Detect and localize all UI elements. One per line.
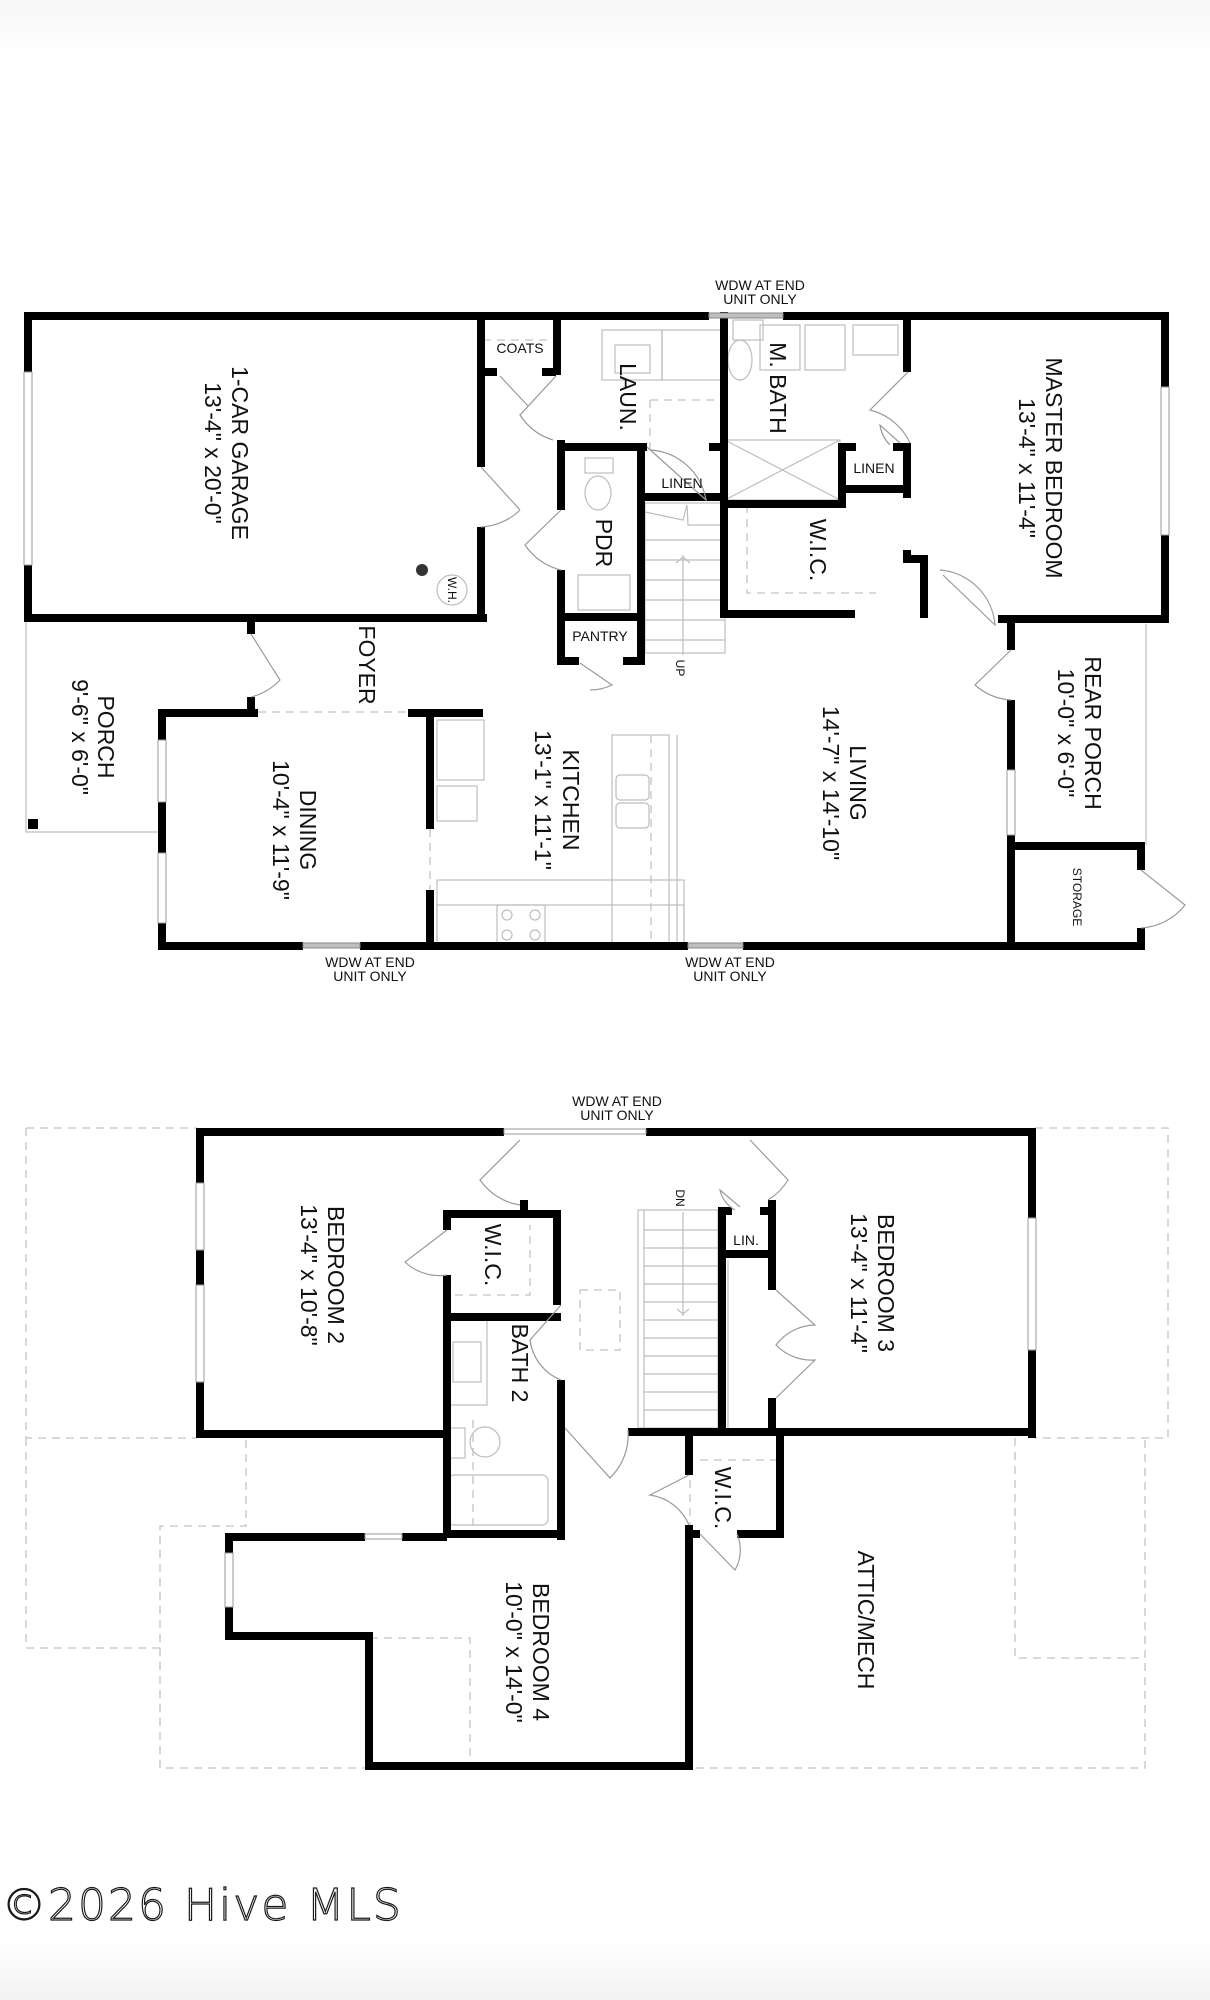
- svg-text:UNIT ONLY: UNIT ONLY: [580, 1107, 654, 1123]
- room-name-dining: DINING: [295, 790, 321, 871]
- room-name-linen-2: LINEN: [853, 460, 894, 476]
- room-name-bedroom-3: BEDROOM 3: [873, 1214, 899, 1352]
- room-name-bath-2: BATH 2: [507, 1324, 533, 1403]
- room-name-garage: 1-CAR GARAGE: [227, 366, 253, 540]
- room-dims-porch: 9'-6" x 6'-0": [67, 679, 93, 795]
- svg-text:UNIT ONLY: UNIT ONLY: [333, 968, 407, 984]
- water-heater-icon: [436, 574, 468, 606]
- copyright-watermark: ©2026 Hive MLS: [1, 1879, 403, 1931]
- room-dims-rear-porch: 10'-0" x 6'-0": [1053, 669, 1079, 798]
- window-note-floor2: WDW AT END UNIT ONLY: [572, 1093, 662, 1123]
- stair-up-label: UP: [673, 660, 687, 677]
- room-name-attic-mech: ATTIC/MECH: [853, 1551, 879, 1690]
- room-dims-master-bedroom: 13'-4" x 11'-4": [1014, 398, 1040, 538]
- porch-post: [28, 819, 38, 829]
- stair-up: [644, 502, 726, 655]
- first-floor: 1-CAR GARAGE 13'-4" x 20'-0" COATS LAUN.…: [23, 277, 1186, 984]
- sink-icon: [615, 774, 650, 801]
- room-dims-dining: 10'-4" x 11'-9": [268, 760, 294, 900]
- room-dims-bedroom-3: 13'-4" x 11'-4": [846, 1213, 872, 1353]
- svg-text:WDW AT END: WDW AT END: [715, 277, 805, 293]
- room-name-lin: LIN.: [733, 1232, 759, 1248]
- window-note-living: WDW AT END UNIT ONLY: [685, 954, 775, 984]
- room-name-bedroom-2: BEDROOM 2: [323, 1206, 349, 1344]
- doors-floor2: [404, 1139, 817, 1571]
- room-dims-living: 14'-7" x 14'-10": [818, 706, 844, 860]
- room-name-rear-porch: REAR PORCH: [1080, 656, 1106, 809]
- room-name-kitchen: KITCHEN: [558, 750, 584, 851]
- room-dims-bedroom-2: 13'-4" x 10'-8": [296, 1204, 322, 1345]
- room-name-linen-1: LINEN: [661, 475, 702, 491]
- room-name-wic: W.I.C.: [805, 519, 831, 582]
- room-name-foyer: FOYER: [354, 625, 380, 704]
- room-name-wic-bed3: W.I.C.: [710, 1467, 736, 1530]
- window-note-dining: WDW AT END UNIT ONLY: [325, 954, 415, 984]
- svg-text:WDW AT END: WDW AT END: [325, 954, 415, 970]
- stair-down-label: DN: [673, 1189, 687, 1206]
- second-floor: BEDROOM 2 13'-4" x 10'-8" W.I.C. BATH 2 …: [25, 1093, 1169, 1770]
- stair-down: [637, 1209, 719, 1429]
- drain-icon: [416, 564, 428, 576]
- room-name-bedroom-4: BEDROOM 4: [528, 1583, 554, 1721]
- svg-text:UNIT ONLY: UNIT ONLY: [723, 291, 797, 307]
- room-name-master-bath: M. BATH: [765, 342, 791, 434]
- room-name-coats: COATS: [496, 340, 543, 356]
- walls-floor2: [196, 1128, 1036, 1770]
- room-name-wic-bed2: W.I.C.: [480, 1224, 506, 1287]
- room-name-porch: PORCH: [93, 695, 119, 778]
- room-dims-garage: 13'-4" x 20'-0": [200, 382, 226, 523]
- room-dims-kitchen: 13'-1" x 11'-1": [530, 730, 556, 870]
- water-heater-label: W.H.: [445, 577, 459, 603]
- walls-floor1: [24, 312, 1169, 950]
- window-note-top: WDW AT END UNIT ONLY: [715, 277, 805, 307]
- room-name-living: LIVING: [845, 745, 871, 820]
- doors-floor1: [250, 371, 1186, 929]
- room-name-pantry: PANTRY: [572, 628, 628, 644]
- svg-text:UNIT ONLY: UNIT ONLY: [693, 968, 767, 984]
- room-name-master-bedroom: MASTER BEDROOM: [1041, 357, 1067, 578]
- svg-text:WDW AT END: WDW AT END: [685, 954, 775, 970]
- room-name-storage: STORAGE: [1070, 868, 1084, 926]
- room-name-laundry: LAUN.: [615, 363, 641, 431]
- room-name-pdr: PDR: [591, 519, 617, 568]
- room-dims-bedroom-4: 10'-0" x 14'-0": [501, 1581, 527, 1722]
- svg-text:WDW AT END: WDW AT END: [572, 1093, 662, 1109]
